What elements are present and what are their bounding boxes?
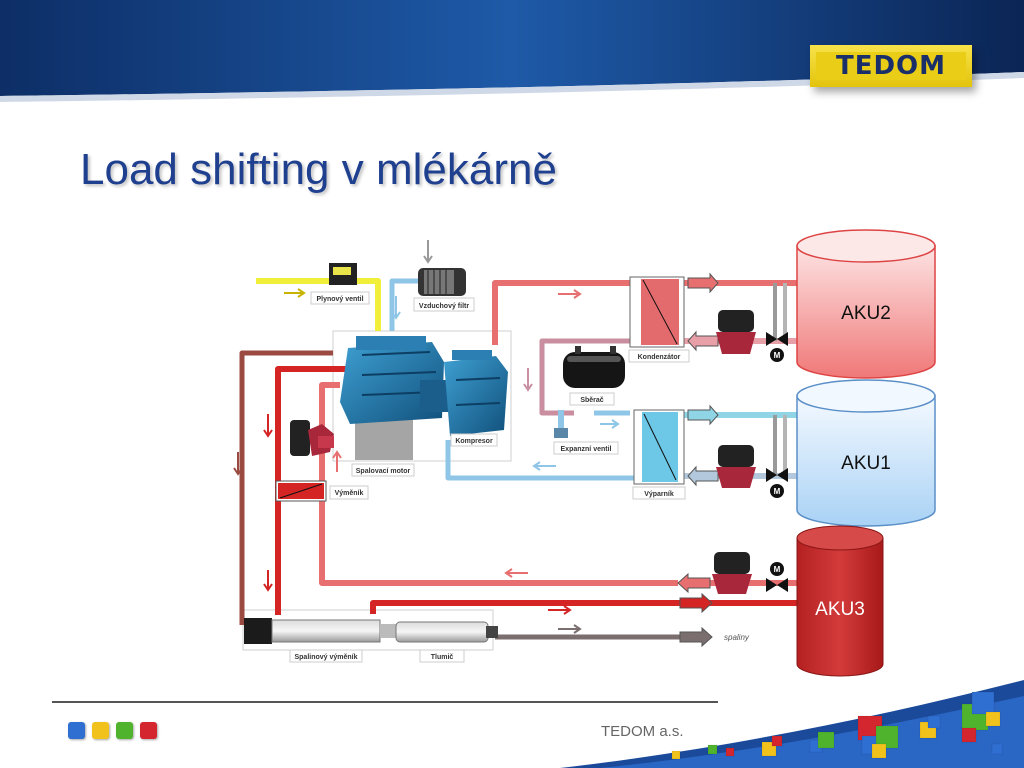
engine xyxy=(340,336,448,460)
tank-aku2-label: AKU2 xyxy=(841,303,891,324)
logo-text: TEDOM xyxy=(816,51,966,81)
tank-aku1: AKU1 xyxy=(796,379,936,527)
exchanger xyxy=(275,480,327,502)
header-band xyxy=(0,0,1024,102)
air-filter-label: Vzduchový filtr xyxy=(419,303,469,310)
gas-valve xyxy=(329,263,357,285)
compressor-label: Kompresor xyxy=(455,438,493,445)
footer-divider xyxy=(52,701,718,703)
motor-valve-aku3: M xyxy=(766,562,788,592)
condenser-label: Kondenzátor xyxy=(638,354,681,361)
exchanger-label: Výměník xyxy=(335,490,364,497)
circulation-pump-aku2 xyxy=(716,310,756,354)
footer-square-yellow xyxy=(92,722,109,739)
circulation-pump-engine xyxy=(290,420,334,456)
flue-gas-label: spaliny xyxy=(724,633,750,642)
motor-label-aku2: M xyxy=(774,351,781,360)
page-title: Load shifting v mlékárně xyxy=(80,145,557,194)
air-pipe xyxy=(389,278,420,331)
footer-squares xyxy=(68,722,157,739)
tank-aku2: AKU2 xyxy=(796,229,936,379)
gas-pipe xyxy=(256,278,381,331)
expansion-valve xyxy=(554,410,568,438)
tedom-logo: TEDOM xyxy=(810,45,972,87)
motor-valve-aku1: M xyxy=(766,468,788,498)
condenser xyxy=(629,276,685,348)
receiver xyxy=(563,346,625,388)
engine-label: Spalovací motor xyxy=(356,468,411,475)
pipe-end-arrows xyxy=(677,272,719,648)
flue-gas-exchanger xyxy=(244,618,396,644)
evaporator-label: Výparník xyxy=(644,491,674,498)
motor-label-aku3: M xyxy=(774,565,781,574)
evaporator xyxy=(633,409,685,485)
tank-aku1-label: AKU1 xyxy=(841,453,891,474)
flow-arrows xyxy=(233,240,620,634)
compressor xyxy=(444,350,508,436)
hot-pipe-engine xyxy=(275,366,355,615)
footer-square-blue xyxy=(68,722,85,739)
gas-valve-label: Plynový ventil xyxy=(316,296,363,303)
expansion-valve-label: Expanzní ventil xyxy=(561,446,612,453)
receiver-label: Sběrač xyxy=(580,397,603,404)
motor-valve-aku2: M xyxy=(766,332,788,362)
circulation-pump-aku3 xyxy=(712,552,752,594)
company-name: TEDOM a.s. xyxy=(601,723,684,740)
flue-exchanger-label: Spalinový výměník xyxy=(294,654,357,661)
tank-aku3-label: AKU3 xyxy=(815,599,865,620)
tank-aku3: AKU3 xyxy=(796,525,884,677)
muffler xyxy=(395,621,498,643)
muffler-label: Tlumič xyxy=(431,654,454,661)
footer-square-red xyxy=(140,722,157,739)
hot-pipe-aku3 xyxy=(370,600,710,614)
hot-gas-pipe xyxy=(492,280,640,345)
motor-label-aku1: M xyxy=(774,487,781,496)
suction-pipe xyxy=(445,440,645,481)
air-filter xyxy=(418,268,466,296)
exhaust-pipe xyxy=(239,350,333,625)
circulation-pump-aku1 xyxy=(716,445,756,488)
footer-square-green xyxy=(116,722,133,739)
